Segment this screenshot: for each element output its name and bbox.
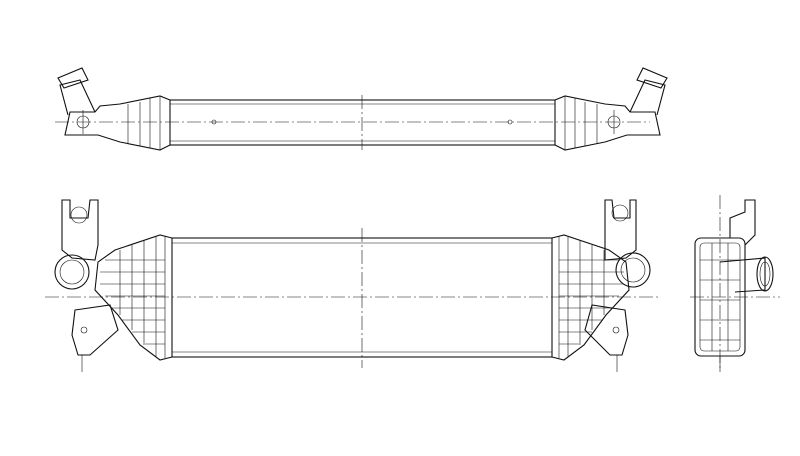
front-view bbox=[45, 199, 660, 372]
top-view bbox=[55, 67, 668, 151]
side-view bbox=[690, 195, 780, 372]
